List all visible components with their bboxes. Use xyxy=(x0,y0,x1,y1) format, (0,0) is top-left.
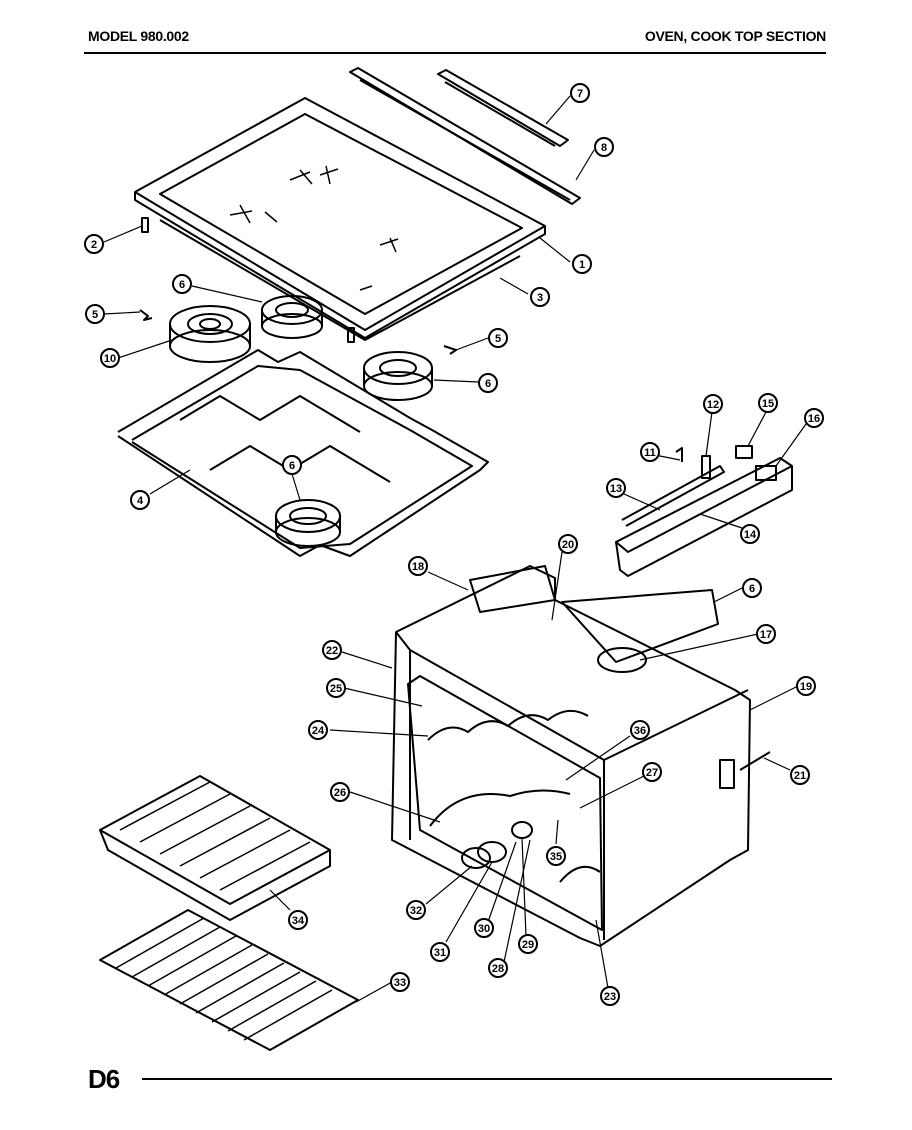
header-rule xyxy=(84,52,826,54)
model-number: MODEL 980.002 xyxy=(88,28,189,44)
svg-text:5: 5 xyxy=(92,309,98,321)
svg-text:22: 22 xyxy=(326,645,338,657)
svg-text:1: 1 xyxy=(579,259,585,271)
callout-36: 36 xyxy=(630,720,650,740)
surface-burners xyxy=(169,295,433,547)
svg-text:29: 29 xyxy=(522,939,534,951)
svg-text:2: 2 xyxy=(91,239,97,251)
control-channel xyxy=(615,445,793,577)
callout-31: 31 xyxy=(430,942,450,962)
svg-text:32: 32 xyxy=(410,905,422,917)
svg-text:13: 13 xyxy=(610,483,622,495)
callout-21: 21 xyxy=(790,765,810,785)
callout-30: 30 xyxy=(474,918,494,938)
oven-rack xyxy=(99,909,359,1051)
svg-text:18: 18 xyxy=(412,561,424,573)
cooktop-frame xyxy=(134,97,546,341)
svg-text:14: 14 xyxy=(744,529,757,541)
broiler-pan xyxy=(99,775,331,921)
svg-text:4: 4 xyxy=(137,495,144,507)
callout-14: 14 xyxy=(740,524,760,544)
callout-8: 8 xyxy=(594,137,614,157)
callout-16: 16 xyxy=(804,408,824,428)
svg-text:35: 35 xyxy=(550,851,562,863)
callout-7: 7 xyxy=(570,83,590,103)
callout-33: 33 xyxy=(390,972,410,992)
callout-23: 23 xyxy=(600,986,620,1006)
footer-rule xyxy=(142,1078,832,1080)
callout-27: 27 xyxy=(642,762,662,782)
svg-text:12: 12 xyxy=(707,399,719,411)
section-title: OVEN, COOK TOP SECTION xyxy=(644,28,826,44)
callout-3: 3 xyxy=(530,287,550,307)
svg-text:16: 16 xyxy=(808,413,820,425)
svg-text:27: 27 xyxy=(646,767,658,779)
callout-1: 1 xyxy=(572,254,592,274)
rear-trim-rails xyxy=(349,67,581,205)
svg-text:19: 19 xyxy=(800,681,812,693)
callout-11: 11 xyxy=(640,442,660,462)
callout-15: 15 xyxy=(758,393,778,413)
callout-5b: 5 xyxy=(488,328,508,348)
callout-9: 9 xyxy=(0,0,6,3)
svg-text:6: 6 xyxy=(289,460,295,472)
svg-text:30: 30 xyxy=(478,923,490,935)
callout-6c: 6 xyxy=(282,455,302,475)
svg-text:10: 10 xyxy=(104,353,116,365)
callout-6b: 6 xyxy=(478,373,498,393)
callout-34: 34 xyxy=(288,910,308,930)
callout-28: 28 xyxy=(488,958,508,978)
callout-17: 17 xyxy=(756,624,776,644)
callout-24: 24 xyxy=(308,720,328,740)
callout-32: 32 xyxy=(406,900,426,920)
oven-cavity xyxy=(391,565,771,947)
callout-22: 22 xyxy=(322,640,342,660)
svg-text:23: 23 xyxy=(604,991,616,1003)
callout-20: 20 xyxy=(558,534,578,554)
callout-35: 35 xyxy=(546,846,566,866)
svg-text:6: 6 xyxy=(179,279,185,291)
page-code: D6 xyxy=(88,1064,120,1094)
svg-text:7: 7 xyxy=(577,88,583,100)
svg-text:5: 5 xyxy=(495,333,501,345)
svg-text:8: 8 xyxy=(601,142,607,154)
svg-text:31: 31 xyxy=(434,947,446,959)
callout-12: 12 xyxy=(703,394,723,414)
callout-18: 18 xyxy=(408,556,428,576)
svg-text:11: 11 xyxy=(644,447,656,459)
svg-text:28: 28 xyxy=(492,963,504,975)
svg-text:6: 6 xyxy=(749,583,755,595)
callout-2: 2 xyxy=(84,234,104,254)
callout-29: 29 xyxy=(518,934,538,954)
callout-6d: 6 xyxy=(742,578,762,598)
svg-text:20: 20 xyxy=(562,539,574,551)
svg-text:34: 34 xyxy=(292,915,305,927)
callout-5a: 5 xyxy=(85,304,105,324)
callout-10: 10 xyxy=(100,348,120,368)
callout-26: 26 xyxy=(330,782,350,802)
svg-text:15: 15 xyxy=(762,398,774,410)
callout-13: 13 xyxy=(606,478,626,498)
callout-25: 25 xyxy=(326,678,346,698)
svg-text:3: 3 xyxy=(537,292,543,304)
callout-19: 19 xyxy=(796,676,816,696)
svg-text:24: 24 xyxy=(312,725,325,737)
callout-bubbles: 1 2 3 4 5 5 6 6 6 6 7 8 9 10 11 12 13 14… xyxy=(0,0,824,1006)
svg-text:25: 25 xyxy=(330,683,342,695)
svg-text:26: 26 xyxy=(334,787,346,799)
svg-text:33: 33 xyxy=(394,977,406,989)
svg-text:6: 6 xyxy=(485,378,491,390)
svg-text:21: 21 xyxy=(794,770,806,782)
svg-text:36: 36 xyxy=(634,725,646,737)
svg-text:17: 17 xyxy=(760,629,772,641)
leader-lines xyxy=(103,95,807,1003)
callout-4: 4 xyxy=(130,490,150,510)
callout-6a: 6 xyxy=(172,274,192,294)
